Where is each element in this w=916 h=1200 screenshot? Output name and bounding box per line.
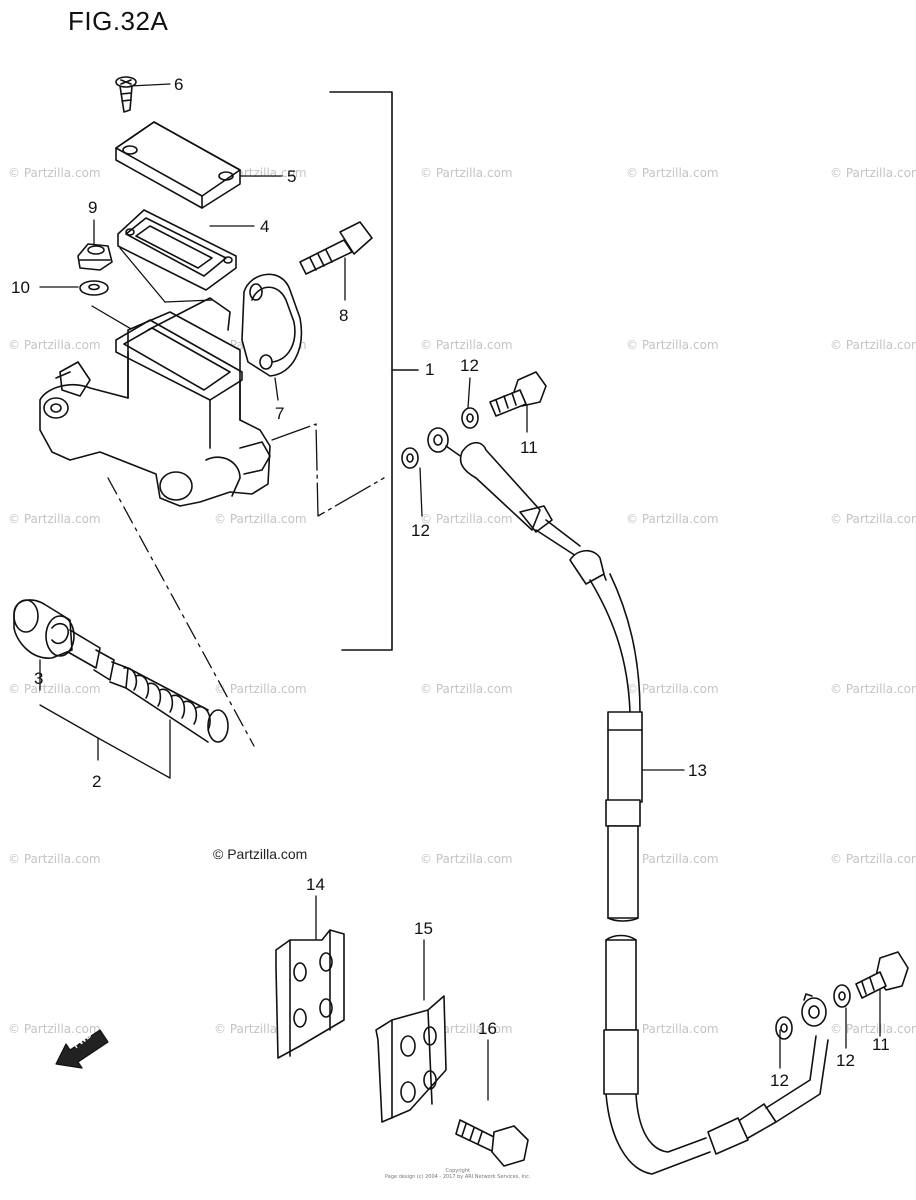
- assembly-bracket-1: [329, 91, 419, 651]
- diaphragm-part-4: [117, 209, 237, 291]
- callout-3: 3: [34, 669, 44, 688]
- cap-part-9: [77, 243, 113, 271]
- reservoir-cap-part-5: [115, 121, 241, 209]
- callout-5: 5: [287, 167, 297, 186]
- watermark: © Partzilla.com: [626, 338, 719, 352]
- callout-11-lower: 11: [872, 1035, 890, 1054]
- watermark: © Partzilla.com: [8, 852, 101, 866]
- watermark: © Partzilla.com: [420, 512, 513, 526]
- clamp-part-15: [375, 995, 447, 1123]
- callout-12-lower: 12: [411, 521, 430, 540]
- watermark: © Partzilla.com: [626, 852, 719, 866]
- watermark: © Partzilla.com: [420, 166, 513, 180]
- watermark: © Partzilla.com: [830, 166, 916, 180]
- partzilla-credit: © Partzilla.com: [213, 846, 308, 862]
- union-bolt-part-11-lower: [855, 951, 909, 999]
- screw-part-6: [115, 76, 137, 113]
- callout-14: 14: [306, 875, 325, 894]
- watermark: © Partzilla.com: [420, 852, 513, 866]
- callout-11-upper: 11: [520, 438, 538, 457]
- fwd-arrow-icon: [55, 1029, 109, 1069]
- callout-12-bottom-left: 12: [770, 1071, 789, 1090]
- piston-set-part-2: [13, 599, 229, 743]
- watermark: © Partzilla.com: [8, 512, 101, 526]
- watermark: © Partzilla.com: [626, 512, 719, 526]
- washer-part-12-lower: [401, 447, 419, 469]
- watermark: © Partzilla.com: [830, 682, 916, 696]
- callout-1: 1: [425, 360, 435, 379]
- washer-part-12-upper: [461, 407, 479, 429]
- bolt-part-16: [455, 1119, 529, 1167]
- clamp-part-14: [275, 929, 345, 1059]
- washer-part-10: [79, 280, 109, 296]
- watermark: © Partzilla.com: [830, 1022, 916, 1036]
- copyright-note: Copyright Page design (c) 2004 - 2017 by…: [385, 1168, 531, 1180]
- figure-title: FIG.32A: [68, 6, 169, 36]
- watermark: © Partzilla.com: [420, 338, 513, 352]
- callout-12-bottom-right: 12: [836, 1051, 855, 1070]
- callout-7: 7: [275, 404, 285, 423]
- callout-2: 2: [92, 772, 102, 791]
- washer-part-12-bottom-right: [833, 984, 851, 1008]
- watermark: © Partzilla.com: [830, 852, 916, 866]
- callout-15: 15: [414, 919, 433, 938]
- watermark: © Partzilla.com: [830, 338, 916, 352]
- callout-4: 4: [260, 217, 270, 236]
- callout-13: 13: [688, 761, 707, 780]
- washer-part-12-bottom-left: [775, 1016, 793, 1040]
- master-cylinder-body: [39, 297, 271, 507]
- callout-16: 16: [478, 1019, 497, 1038]
- callout-12-upper: 12: [460, 356, 479, 375]
- watermark: © Partzilla.com: [626, 1022, 719, 1036]
- union-bolt-part-11-upper: [489, 371, 547, 417]
- watermark: © Partzilla.com: [626, 682, 719, 696]
- callout-8: 8: [339, 306, 349, 325]
- watermark: © Partzilla.com: [214, 682, 307, 696]
- callout-9: 9: [88, 198, 98, 217]
- bolt-part-8: [299, 221, 373, 275]
- holder-part-7: [241, 273, 303, 377]
- watermark: © Partzilla.com: [626, 166, 719, 180]
- watermark: © Partzilla.com: [8, 682, 101, 696]
- watermark: © Partzilla.com: [830, 512, 916, 526]
- brake-hose-part-13: [427, 427, 829, 1175]
- watermark: © Partzilla.com: [8, 338, 101, 352]
- watermark: © Partzilla.com: [420, 682, 513, 696]
- watermark: © Partzilla.com: [214, 512, 307, 526]
- callout-10: 10: [11, 278, 30, 297]
- watermark: © Partzilla.com: [8, 1022, 101, 1036]
- callout-6: 6: [174, 75, 184, 94]
- watermark: © Partzilla.com: [8, 166, 101, 180]
